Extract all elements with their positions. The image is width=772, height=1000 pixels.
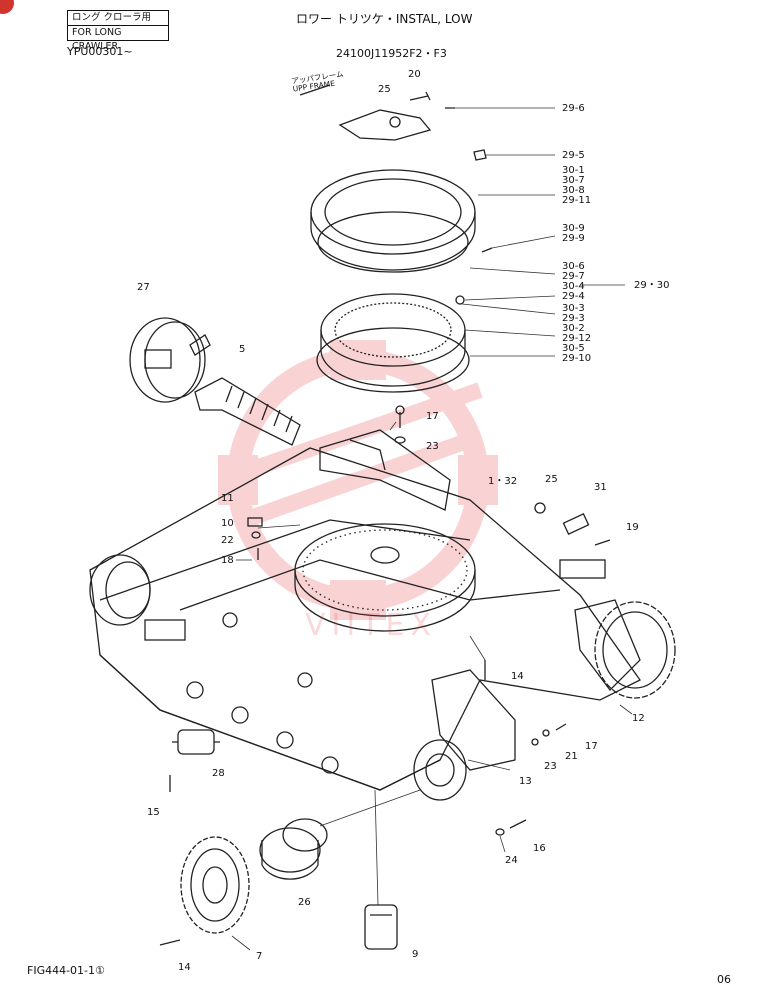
part-number-22: 22 bbox=[221, 535, 234, 546]
long-crawler-label-box: ロング クローラ用 FOR LONG CRAWLER bbox=[67, 10, 169, 52]
part-number-20: 20 bbox=[408, 69, 421, 80]
part-number-14: 14 bbox=[511, 671, 524, 682]
part-number-28: 28 bbox=[212, 768, 225, 779]
part-number-23-lower: 23 bbox=[544, 761, 557, 772]
part-number-12: 12 bbox=[632, 713, 645, 724]
part-number-7: 7 bbox=[256, 951, 263, 962]
part-number-23: 23 bbox=[426, 441, 439, 452]
part-number-9: 9 bbox=[412, 949, 419, 960]
callout-group-29-30: 29・30 bbox=[634, 280, 670, 291]
callout-29-6: 29-6 bbox=[562, 103, 585, 114]
corner-tab-mark bbox=[0, 0, 14, 14]
long-crawler-label-en: FOR LONG CRAWLER bbox=[68, 25, 168, 52]
part-code: 24100J11952F2・F3 bbox=[336, 47, 447, 60]
part-number-16: 16 bbox=[533, 843, 546, 854]
part-number-11: 11 bbox=[221, 493, 234, 504]
part-number-1-32: 1・32 bbox=[488, 476, 518, 487]
part-number-25-lower: 25 bbox=[545, 474, 558, 485]
part-number-31: 31 bbox=[594, 482, 607, 493]
part-number-10: 10 bbox=[221, 518, 234, 529]
part-number-26: 26 bbox=[298, 897, 311, 908]
watermark-logo bbox=[218, 340, 498, 620]
part-number-27: 27 bbox=[137, 282, 150, 293]
page-number: 06 bbox=[717, 973, 731, 986]
watermark-text: VIITEX bbox=[305, 608, 438, 643]
part-number-5: 5 bbox=[239, 344, 246, 355]
part-number-17-lower: 17 bbox=[585, 741, 598, 752]
callout-29-5: 29-5 bbox=[562, 150, 585, 161]
figure-label: FIG444-01-1① bbox=[27, 964, 105, 977]
part-number-18: 18 bbox=[221, 555, 234, 566]
part-number-17: 17 bbox=[426, 411, 439, 422]
part-number-24: 24 bbox=[505, 855, 518, 866]
long-crawler-label-jp: ロング クローラ用 bbox=[72, 12, 152, 23]
part-number-13: 13 bbox=[519, 776, 532, 787]
part-number-21: 21 bbox=[565, 751, 578, 762]
serial-number: YPU00301~ bbox=[67, 45, 133, 58]
part-number-19: 19 bbox=[626, 522, 639, 533]
part-number-15: 15 bbox=[147, 807, 160, 818]
part-number-14-lower: 14 bbox=[178, 962, 191, 973]
part-number-25: 25 bbox=[378, 84, 391, 95]
diagram-title: ロワー トリツケ・INSTAL, LOW bbox=[296, 12, 473, 26]
